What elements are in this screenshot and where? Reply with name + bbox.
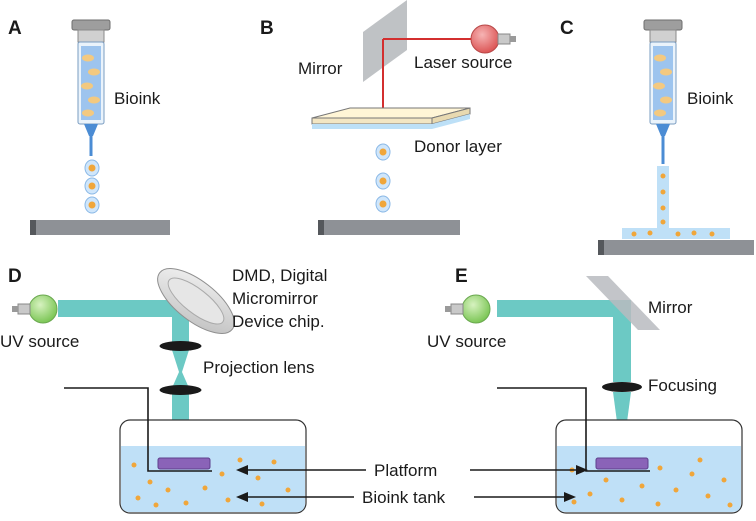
panel-d-dmd-line1: DMD, Digital (232, 266, 327, 285)
panel-b: B Mirror Laser source Donor layer (260, 0, 516, 235)
panel-e-mirror-label: Mirror (648, 298, 693, 317)
platform (595, 457, 649, 470)
build-plate (318, 220, 460, 235)
dmd-chip-icon (157, 268, 235, 334)
panel-b-laser-label: Laser source (414, 53, 512, 72)
panel-d: D UV source DMD, Digital Micromirror Dev… (0, 266, 327, 514)
panel-a-bioink-label: Bioink (114, 89, 161, 108)
panel-e-focusing-label: Focusing (648, 376, 717, 395)
mirror-icon (586, 276, 660, 330)
panel-c: C Bioink (560, 18, 754, 255)
panel-a-letter: A (8, 18, 22, 39)
uv-bulb-icon (445, 294, 491, 324)
platform (157, 457, 211, 470)
donor-slide (311, 107, 471, 129)
extruded-filament (622, 166, 730, 239)
panel-d-letter: D (8, 266, 22, 287)
laser-bulb-icon (470, 24, 516, 54)
arrow-to-platform-e (470, 465, 588, 475)
panel-d-uv-label: UV source (0, 332, 79, 351)
platform-holder (497, 387, 650, 472)
uv-beam (497, 300, 631, 452)
platform-holder (64, 387, 212, 472)
tank-label: Bioink tank (362, 488, 446, 507)
panel-a: A Bioink (8, 18, 170, 235)
droplets (84, 159, 100, 214)
panel-e: E UV source Mirror Focusing (427, 266, 743, 514)
projection-lens-icon (159, 341, 202, 395)
panel-d-lens-label: Projection lens (203, 358, 315, 377)
syringe-icon (643, 19, 683, 164)
arrow-to-tank-d (236, 492, 354, 502)
bioink-tank (555, 419, 743, 514)
panel-d-dmd-line3: Device chip. (232, 312, 325, 331)
panel-c-letter: C (560, 18, 574, 39)
panel-b-letter: B (260, 18, 274, 39)
build-plate (598, 240, 754, 255)
panel-b-mirror-label: Mirror (298, 59, 343, 78)
panel-e-uv-label: UV source (427, 332, 506, 351)
droplets (375, 143, 391, 213)
build-plate (30, 220, 170, 235)
syringe-icon (71, 19, 111, 156)
arrow-to-tank-e (474, 492, 576, 502)
shared-callouts: Platform Bioink tank (236, 461, 588, 507)
platform-label: Platform (374, 461, 437, 480)
mirror-icon (363, 0, 407, 82)
uv-bulb-icon (12, 294, 58, 324)
focusing-lens-icon (602, 382, 642, 392)
panel-d-dmd-line2: Micromirror (232, 289, 318, 308)
panel-c-bioink-label: Bioink (687, 89, 734, 108)
panel-b-donor-label: Donor layer (414, 137, 502, 156)
panel-e-letter: E (455, 266, 468, 287)
arrow-to-platform-d (236, 465, 366, 475)
